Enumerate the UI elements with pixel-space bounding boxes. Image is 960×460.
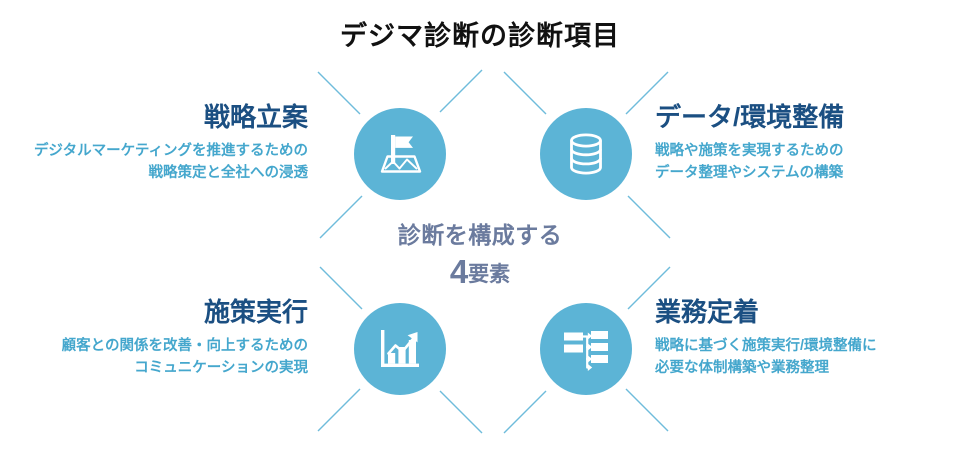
quadrant-measure-execution: 施策実行 顧客との関係を改善・向上するための コミュニケーションの実現 — [8, 297, 308, 380]
center-summary-line1: 診断を構成する — [397, 222, 563, 248]
flowchart-icon — [564, 331, 608, 371]
quadrant-description-line: 必要な体制構築や業務整理 — [655, 360, 829, 377]
quadrant-description-line: 戦略や施策を実現するための — [655, 142, 844, 159]
center-element-unit: 要素 — [468, 262, 511, 286]
icon-circle-data-environment — [540, 108, 632, 200]
page-title: デジマ診断の診断項目 — [340, 21, 620, 51]
quadrant-description: 顧客との関係を改善・向上するための コミュニケーションの実現 — [8, 335, 308, 380]
icon-circle-strategy-planning — [354, 108, 446, 200]
quadrant-operational-adoption: 業務定着 戦略に基づく施策実行/環境整備に 必要な体制構築や業務整理 — [655, 297, 955, 380]
center-summary: 診断を構成する 4要素 — [330, 222, 630, 291]
quadrant-description: 戦略に基づく施策実行/環境整備に 必要な体制構築や業務整理 — [655, 335, 955, 380]
center-summary-line2: 4要素 — [330, 252, 630, 292]
quadrant-heading: 業務定着 — [655, 297, 760, 327]
database-icon — [570, 133, 602, 175]
quadrant-description-line: 戦略に基づく施策実行/環境整備に — [655, 337, 877, 354]
flag-on-map-icon — [380, 135, 422, 173]
quadrant-description: 戦略や施策を実現するための データ整理やシステムの構築 — [655, 140, 955, 185]
quadrant-description-line: 戦略策定と全社への浸透 — [148, 165, 309, 182]
quadrant-description-line: 顧客との関係を改善・向上するための — [61, 337, 308, 354]
quadrant-data-environment: データ/環境整備 戦略や施策を実現するための データ整理やシステムの構築 — [655, 102, 955, 185]
growth-bar-chart-icon — [381, 330, 419, 367]
quadrant-heading: 戦略立案 — [203, 102, 308, 132]
quadrant-description-line: データ整理やシステムの構築 — [655, 165, 844, 182]
quadrant-strategy-planning: 戦略立案 デジタルマーケティングを推進するための 戦略策定と全社への浸透 — [8, 102, 308, 185]
quadrant-description: デジタルマーケティングを推進するための 戦略策定と全社への浸透 — [8, 140, 308, 185]
center-element-count: 4 — [449, 252, 469, 290]
quadrant-heading: 施策実行 — [203, 297, 308, 327]
icon-circle-measure-execution — [354, 303, 446, 395]
quadrant-description-line: コミュニケーションの実現 — [134, 360, 308, 377]
icon-circle-operational-adoption — [540, 303, 632, 395]
quadrant-description-line: デジタルマーケティングを推進するための — [33, 142, 308, 159]
quadrant-heading: データ/環境整備 — [655, 102, 845, 132]
